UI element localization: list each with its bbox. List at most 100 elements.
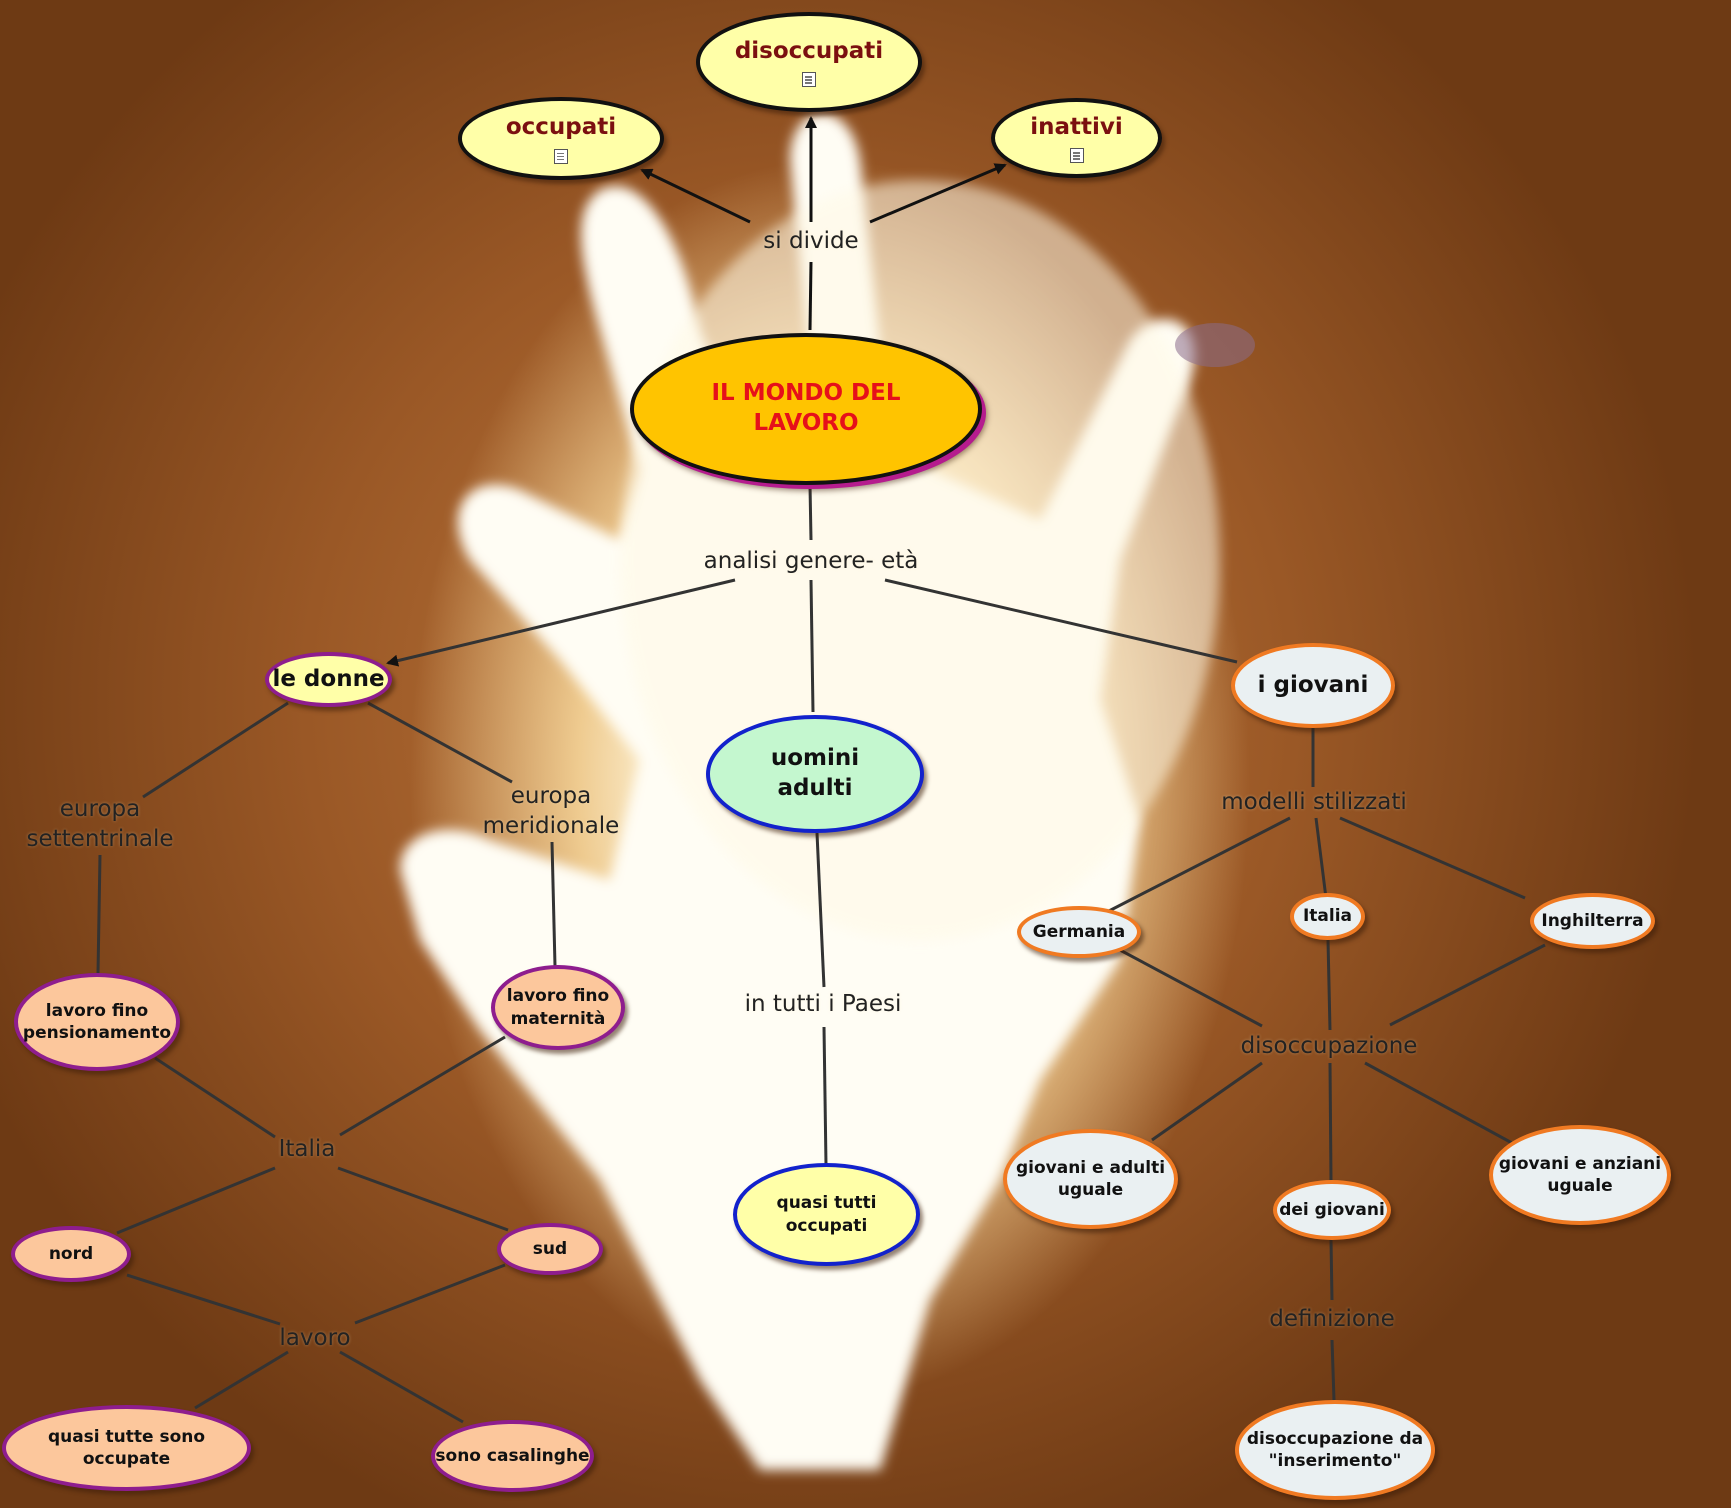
link-label-lavoro: lavoro xyxy=(279,1325,351,1352)
node-germania[interactable]: Germania xyxy=(1017,906,1141,958)
node-uomini-adulti[interactable]: uomini adulti xyxy=(706,715,924,833)
pensionamento-line1: lavoro fino xyxy=(45,1000,149,1021)
node-inattivi[interactable]: inattivi xyxy=(991,98,1162,178)
line-uomini-intutti xyxy=(815,832,826,988)
line-root-si-divide xyxy=(808,261,813,331)
germania-label: Germania xyxy=(1032,921,1126,942)
line-sett-pension xyxy=(96,854,102,974)
link-label-europa-settentrinale: europa settentrinale xyxy=(27,795,174,855)
node-inattivi-label: inattivi xyxy=(1030,113,1123,140)
dei-giovani-label: dei giovani xyxy=(1279,1199,1385,1220)
line-analisi-uomini xyxy=(809,579,815,713)
node-uomini-line2: adulti xyxy=(777,775,853,801)
node-le-donne[interactable]: le donne xyxy=(265,652,392,707)
line-germania-disocc xyxy=(1119,948,1263,1028)
node-quasi-tutti-occupati[interactable]: quasi tutti occupati xyxy=(733,1163,920,1266)
document-icon[interactable] xyxy=(554,148,568,164)
casalinghe-label: sono casalinghe xyxy=(435,1445,590,1466)
line-pension-italia xyxy=(154,1056,276,1139)
link-label-analisi: analisi genere- età xyxy=(703,548,919,575)
node-italia-giovani[interactable]: Italia xyxy=(1290,893,1365,940)
link-label-modelli-stilizzati: modelli stilizzati xyxy=(1221,789,1407,816)
node-i-giovani-label: i giovani xyxy=(1257,671,1369,698)
line-italia-disocc xyxy=(1326,939,1332,1031)
inserimento-line2: "inserimento" xyxy=(1268,1451,1402,1471)
maternita-line1: lavoro fino xyxy=(506,986,610,1007)
europa-sett-line2: settentrinale xyxy=(26,826,174,852)
node-occupati[interactable]: occupati xyxy=(458,97,664,180)
line-disocc-anziani xyxy=(1364,1061,1513,1145)
line-lavoro-casalinghe xyxy=(339,1350,464,1424)
link-label-europa-meridionale: europa meridionale xyxy=(483,782,620,842)
europa-mer-line1: europa xyxy=(510,783,592,810)
europa-mer-line2: meridionale xyxy=(482,813,620,839)
line-intutti-quasitutti xyxy=(822,1026,828,1166)
inserimento-line1: disoccupazione da xyxy=(1246,1428,1424,1449)
pensionamento-line2: pensionamento xyxy=(22,1023,172,1043)
node-disoccupati[interactable]: disoccupati xyxy=(696,12,922,112)
line-donne-mer xyxy=(367,701,513,784)
link-label-disoccupazione: disoccupazione xyxy=(1240,1033,1418,1060)
quasi-tutti-line2: occupati xyxy=(785,1215,868,1236)
root-title-line1: IL MONDO DEL xyxy=(711,380,901,407)
arrow-occupati xyxy=(640,168,751,224)
document-icon[interactable] xyxy=(802,72,816,88)
inghilterra-label: Inghilterra xyxy=(1541,910,1644,931)
quasi-tutte-label: quasi tutte sono occupate xyxy=(47,1426,206,1469)
node-disoccupazione-da-inserimento[interactable]: disoccupazione da "inserimento" xyxy=(1235,1400,1435,1500)
node-dei-giovani[interactable]: dei giovani xyxy=(1273,1180,1391,1240)
node-inghilterra[interactable]: Inghilterra xyxy=(1530,893,1655,949)
node-lavoro-fino-maternita[interactable]: lavoro fino maternità xyxy=(491,965,625,1050)
line-deigiovani-definizione xyxy=(1329,1239,1334,1301)
arrow-donne xyxy=(386,578,736,667)
node-nord[interactable]: nord xyxy=(11,1226,131,1282)
line-modelli-germania xyxy=(1104,816,1291,915)
line-italia-nord xyxy=(116,1166,276,1235)
line-lavoro-quasitutte xyxy=(194,1350,289,1410)
node-sud[interactable]: sud xyxy=(497,1223,603,1275)
giovani-anziani-line2: uguale xyxy=(1547,1176,1613,1196)
line-italia-sud xyxy=(337,1166,509,1232)
line-donne-sett xyxy=(142,701,289,799)
quasi-tutti-line1: quasi tutti xyxy=(776,1193,877,1214)
line-root-analisi xyxy=(808,484,813,541)
line-mer-maternita xyxy=(550,841,557,967)
node-quasi-tutte-occupate[interactable]: quasi tutte sono occupate xyxy=(2,1405,251,1491)
link-label-italia: Italia xyxy=(278,1136,336,1163)
maternita-line2: maternità xyxy=(510,1008,606,1029)
line-analisi-giovani xyxy=(884,578,1238,664)
link-label-si-divide: si divide xyxy=(763,228,859,255)
node-i-giovani[interactable]: i giovani xyxy=(1231,643,1395,728)
node-le-donne-label: le donne xyxy=(272,665,385,692)
italia-giovani-label: Italia xyxy=(1302,906,1353,927)
fingernail-shape xyxy=(1175,323,1255,367)
line-maternita-italia xyxy=(339,1035,506,1137)
root-title-line2: LAVORO xyxy=(753,410,859,436)
line-modelli-italia xyxy=(1314,817,1328,899)
node-sono-casalinghe[interactable]: sono casalinghe xyxy=(431,1420,594,1492)
node-giovani-e-adulti-uguale[interactable]: giovani e adulti uguale xyxy=(1003,1129,1178,1229)
line-disocc-deigiovani xyxy=(1328,1062,1333,1181)
node-nord-label: nord xyxy=(48,1243,94,1264)
node-uomini-line1: uomini xyxy=(770,745,860,772)
document-icon[interactable] xyxy=(1069,148,1084,164)
line-disocc-adulti xyxy=(1151,1061,1263,1142)
line-definizione-inserimento xyxy=(1330,1339,1336,1401)
node-lavoro-fino-pensionamento[interactable]: lavoro fino pensionamento xyxy=(14,973,180,1071)
line-sud-lavoro xyxy=(354,1263,506,1325)
node-giovani-e-anziani-uguale[interactable]: giovani e anziani uguale xyxy=(1489,1125,1671,1225)
link-label-definizione: definizione xyxy=(1269,1306,1395,1333)
line-inghilterra-disocc xyxy=(1389,943,1546,1027)
line-modelli-inghilterra xyxy=(1339,816,1526,900)
node-sud-label: sud xyxy=(532,1238,568,1259)
node-occupati-label: occupati xyxy=(505,114,617,141)
europa-sett-line1: europa xyxy=(59,796,141,823)
node-root[interactable]: IL MONDO DEL LAVORO xyxy=(630,333,982,485)
giovani-adulti-line1: giovani e adulti xyxy=(1015,1157,1166,1178)
line-nord-lavoro xyxy=(126,1273,281,1326)
giovani-adulti-line2: uguale xyxy=(1057,1180,1124,1200)
link-label-in-tutti-i-paesi: in tutti i Paesi xyxy=(744,991,902,1018)
arrow-inattivi xyxy=(869,163,1007,224)
giovani-anziani-line1: giovani e anziani xyxy=(1498,1153,1662,1174)
